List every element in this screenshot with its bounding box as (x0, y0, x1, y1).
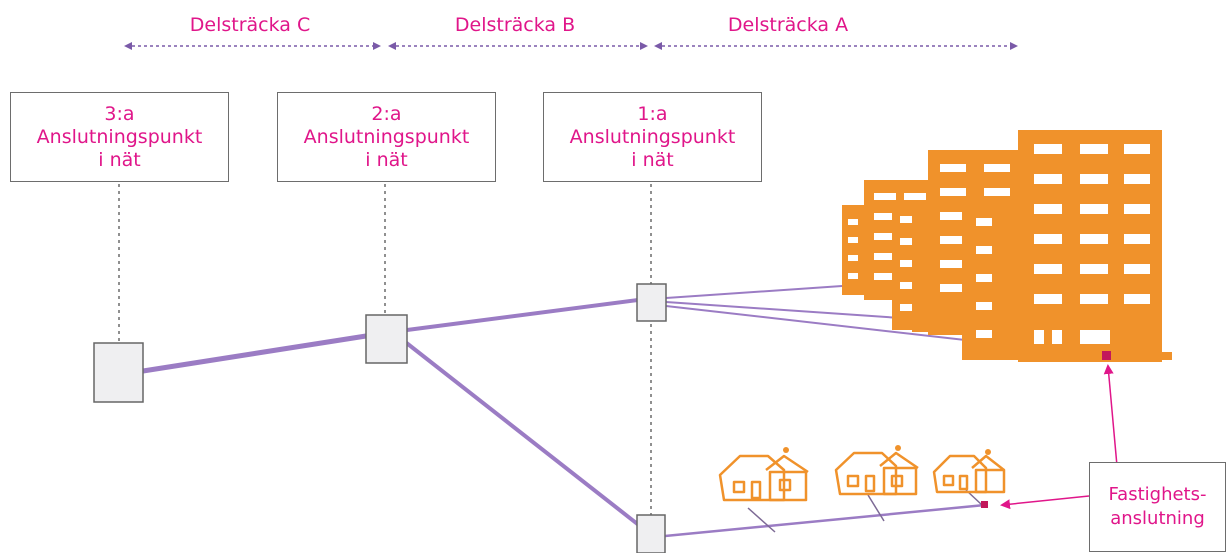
property-connection-box: Fastighets- anslutning (1089, 462, 1226, 552)
property-connection-arrows (1000, 364, 1118, 510)
network-point-title: Anslutningspunkt (569, 125, 736, 148)
drop-lines (118, 184, 652, 518)
house-icon (718, 445, 1006, 502)
network-point-subtitle: i nät (631, 148, 674, 171)
trunk-lines (142, 285, 1107, 538)
network-node-house (636, 514, 666, 553)
segment-label-b: Delsträcka B (454, 14, 576, 36)
network-point-title: Anslutningspunkt (36, 125, 203, 148)
property-connection-line2: anslutning (1110, 508, 1205, 529)
network-point-ordinal: 3:a (104, 102, 135, 125)
network-point-ordinal: 1:a (637, 102, 668, 125)
network-point-ordinal: 2:a (371, 102, 402, 125)
segment-label-a: Delsträcka A (727, 14, 849, 36)
network-point-subtitle: i nät (365, 148, 408, 171)
network-node-2 (365, 314, 408, 364)
network-point-box-3: 3:a Anslutningspunkt i nät (10, 92, 229, 182)
network-point-box-2: 2:a Anslutningspunkt i nät (277, 92, 496, 182)
network-node-1 (636, 283, 667, 322)
segment-label-c: Delsträcka C (189, 14, 311, 36)
network-node-3 (93, 342, 144, 403)
property-connection-line1: Fastighets- (1108, 484, 1207, 505)
network-point-subtitle: i nät (98, 148, 141, 171)
network-point-box-1: 1:a Anslutningspunkt i nät (543, 92, 762, 182)
network-point-title: Anslutningspunkt (303, 125, 470, 148)
apartment-connection-marker (1102, 351, 1111, 360)
house-connection-marker (981, 501, 988, 508)
apartment-building-icon (842, 130, 1172, 362)
